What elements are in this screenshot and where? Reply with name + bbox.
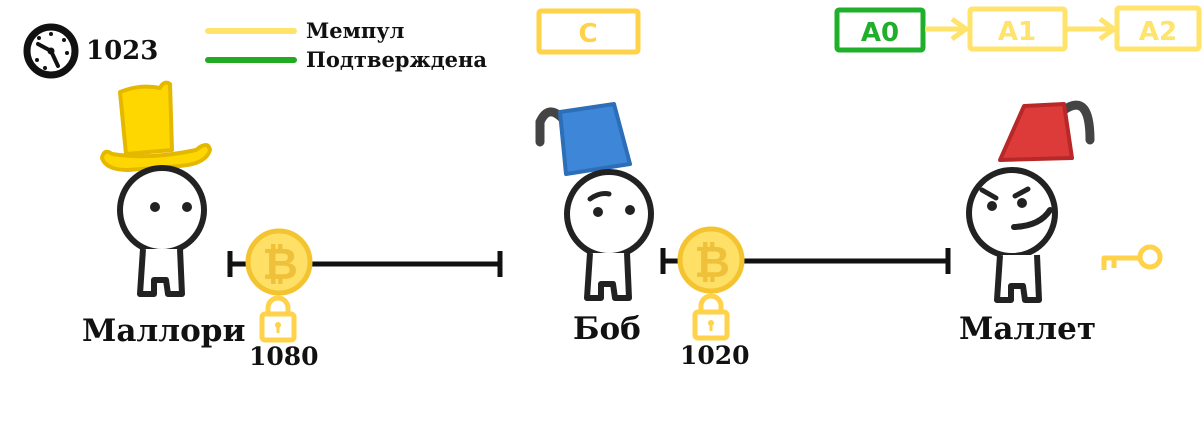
block-a1 xyxy=(967,6,1068,52)
bob-name: Боб xyxy=(573,311,641,347)
clock-icon xyxy=(23,23,79,79)
channel-2-lock-value: 1020 xyxy=(680,341,750,370)
legend-confirmed-label: Подтверждена xyxy=(306,47,488,72)
svg-text:₿: ₿ xyxy=(694,237,730,288)
block-a2-label: A2 xyxy=(1139,17,1177,47)
block-a0-label: A0 xyxy=(861,18,899,48)
channel-1-lock-value: 1080 xyxy=(249,342,319,371)
bitcoin-coin-icon: ₿ xyxy=(677,226,745,294)
mallet-name: Маллет xyxy=(959,311,1097,347)
bitcoin-coin-icon: ₿ xyxy=(245,228,313,296)
block-a0 xyxy=(834,7,926,53)
mempool-block-c: C xyxy=(536,8,641,55)
block-a1-label: A1 xyxy=(998,17,1036,47)
mallory-figure xyxy=(100,80,212,297)
top-hat-icon xyxy=(100,80,212,172)
mallet-figure xyxy=(966,100,1095,303)
padlock-icon xyxy=(259,295,297,343)
legend-mempool-label: Мемпул xyxy=(306,18,405,43)
block-a2 xyxy=(1114,5,1202,52)
svg-text:₿: ₿ xyxy=(262,239,298,290)
padlock-icon xyxy=(692,293,730,341)
block-label: C xyxy=(578,19,597,49)
mallory-name: Маллори xyxy=(82,313,246,349)
key-icon xyxy=(1101,244,1163,270)
bob-figure xyxy=(535,102,654,301)
block-chain: A0 A1 A2 xyxy=(834,5,1202,53)
clock-value: 1023 xyxy=(86,36,159,66)
